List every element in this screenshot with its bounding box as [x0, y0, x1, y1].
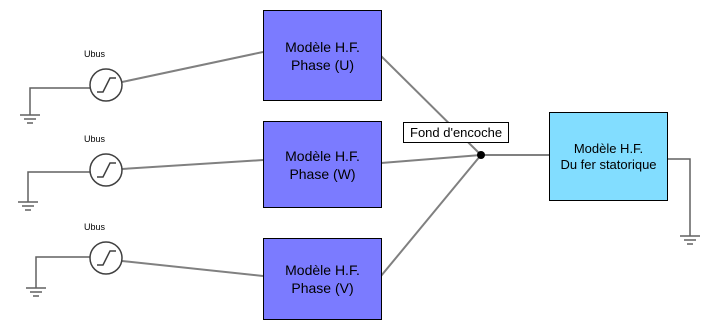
wire-phaseV-node — [380, 154, 482, 277]
junction-node — [477, 151, 485, 159]
phase-block-u-line1: Modèle H.F. — [285, 38, 360, 55]
ground-branch-2 — [18, 171, 90, 211]
phase-block-v-line2: Phase (V) — [291, 280, 354, 296]
voltage-source-icon — [89, 241, 123, 275]
phase-block-u-line2: Phase (U) — [290, 56, 355, 73]
stator-block-line2: Du fer statorique — [560, 156, 657, 172]
wire-source2-phaseW — [121, 159, 264, 170]
voltage-source-icon — [89, 153, 123, 187]
phase-block-w-line2: Phase (W) — [289, 165, 356, 182]
ground-branch-3 — [26, 256, 90, 297]
ground-stator — [667, 158, 700, 245]
source-label-1: Ubus — [84, 49, 106, 59]
source-label-3: Ubus — [84, 222, 106, 232]
voltage-source-icon — [89, 68, 123, 102]
phase-block-w[interactable]: Modèle H.F. Phase (W) — [263, 121, 382, 208]
phase-block-v[interactable]: Modèle H.F. Phase (V) — [263, 238, 382, 320]
stator-block-line1: Modèle H.F. — [573, 140, 644, 156]
phase-block-w-line1: Modèle H.F. — [285, 147, 360, 164]
source-label-2: Ubus — [84, 134, 106, 144]
wire-source1-phaseU — [121, 51, 264, 83]
wire-source3-phaseV — [121, 260, 264, 277]
stator-block[interactable]: Modèle H.F. Du fer statorique — [549, 112, 668, 201]
ground-branch-1 — [20, 87, 90, 124]
wire-phaseW-node — [380, 154, 482, 164]
phase-block-u[interactable]: Modèle H.F. Phase (U) — [263, 10, 382, 101]
node-label: Fond d'encoche — [403, 122, 510, 143]
phase-block-v-line1: Modèle H.F. — [285, 262, 360, 278]
